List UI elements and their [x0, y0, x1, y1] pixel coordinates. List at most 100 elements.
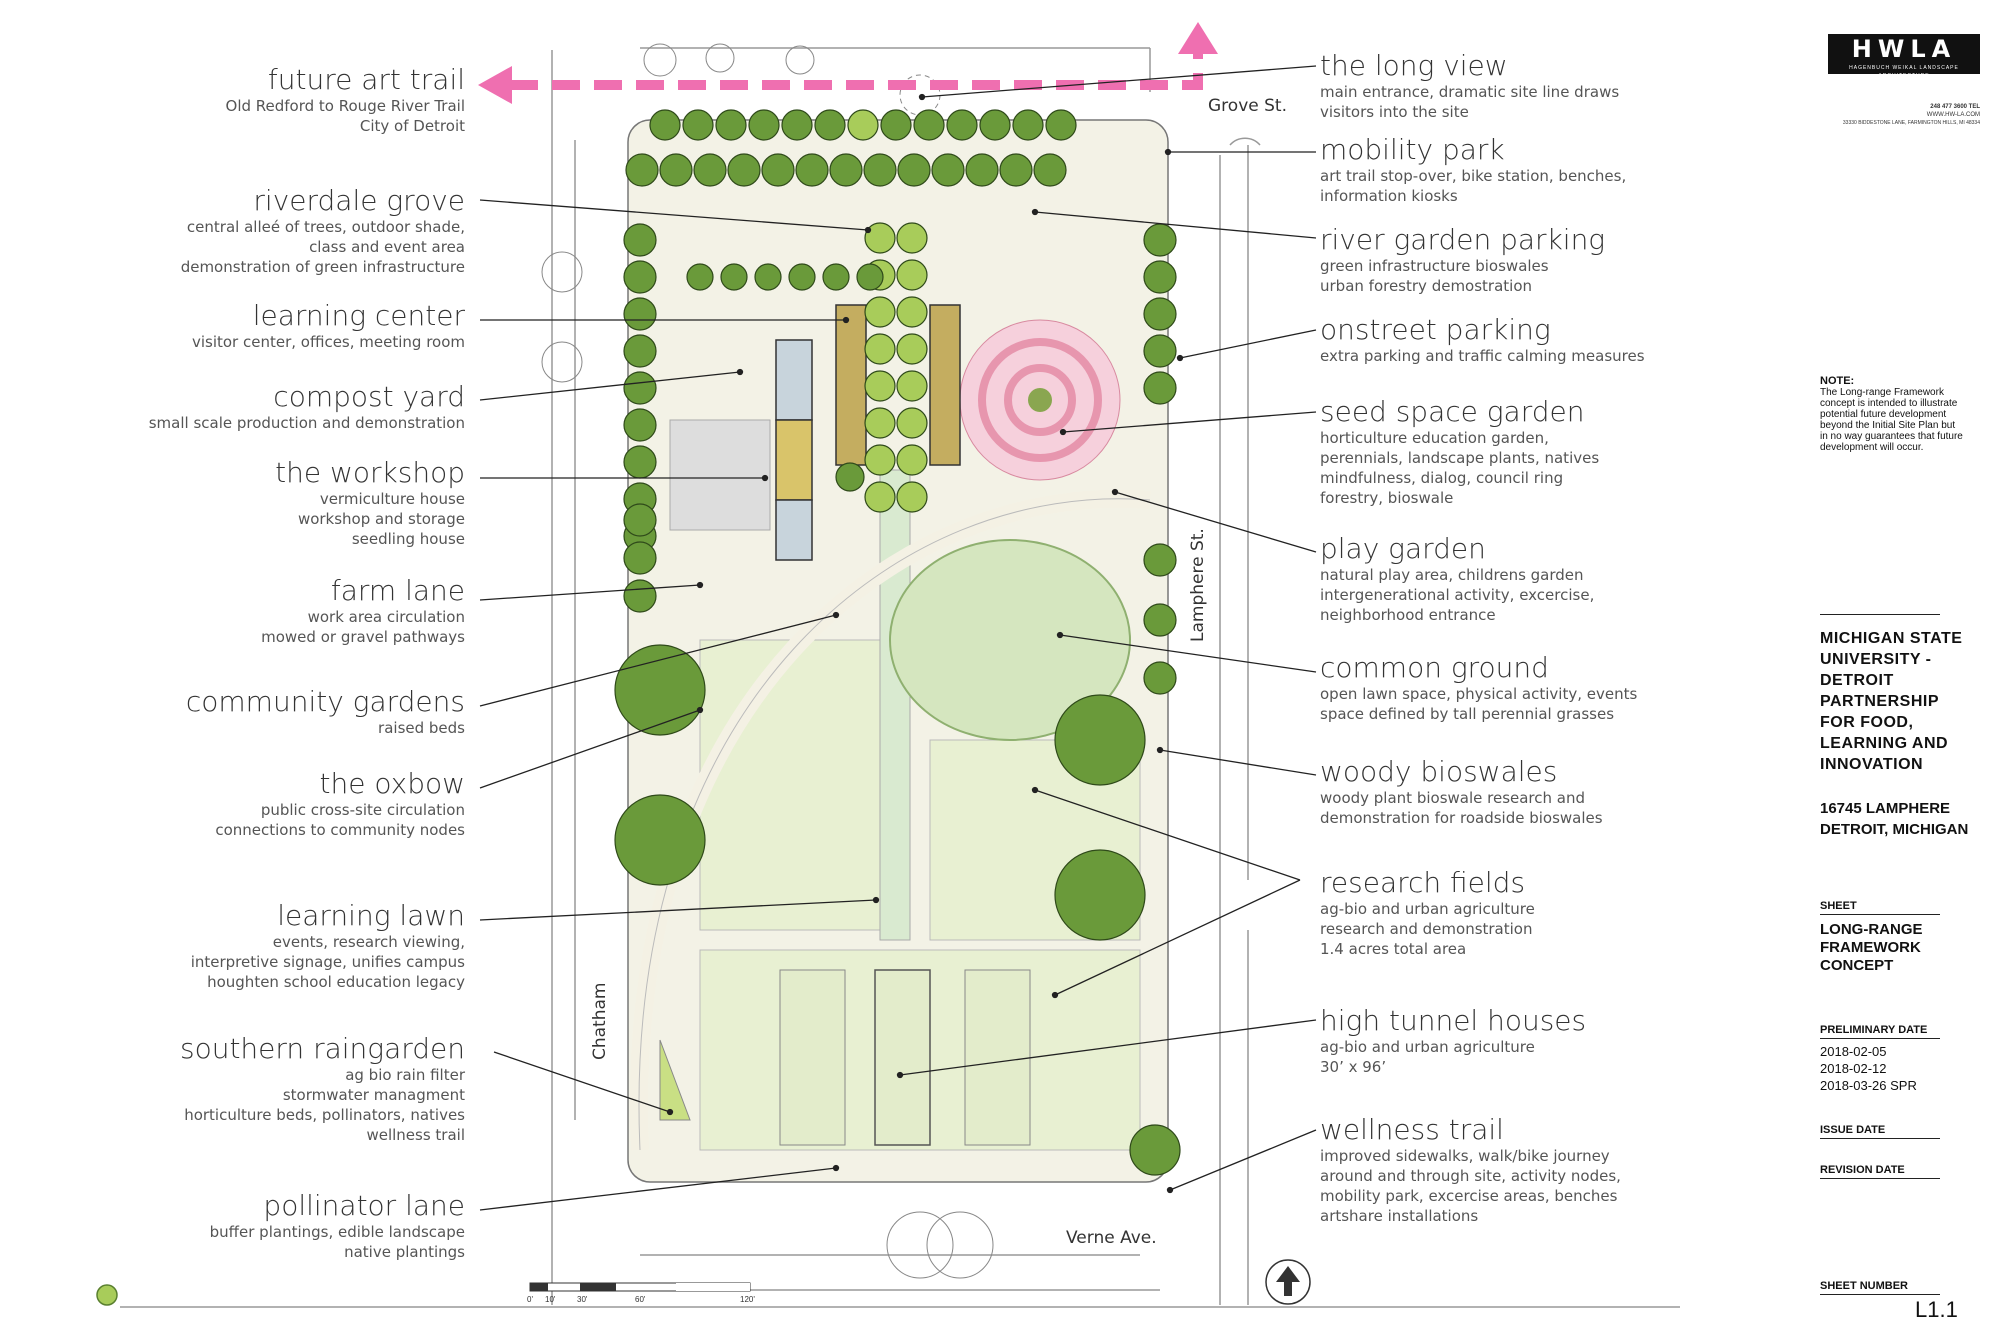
leader-line: [921, 65, 1317, 98]
art-trail-arrow-left: [478, 66, 512, 104]
scale-tick: 60': [635, 1295, 646, 1304]
leader-line: [1062, 411, 1317, 433]
tree-icon: [896, 222, 928, 254]
tree-icon: [623, 408, 657, 442]
tree-icon: [623, 503, 657, 537]
firm-address: 33330 BIDDESTONE LANE, FARMINGTON HILLS,…: [1842, 120, 1980, 126]
seed-space-garden: [959, 319, 1121, 481]
tree-icon: [965, 153, 999, 187]
leader-arrow-icon: [1111, 488, 1119, 496]
street-grove: Grove St.: [1208, 96, 1287, 116]
leader-arrow-icon: [666, 1108, 674, 1116]
tree-icon: [1143, 297, 1177, 331]
tree-icon: [999, 153, 1033, 187]
tree-icon: [1045, 109, 1077, 141]
street-lamphere: Lamphere St.: [1188, 528, 1208, 642]
firm-phone: 248 477 3600 TEL: [1930, 104, 1980, 110]
leader-arrow-icon: [1031, 786, 1039, 794]
tree-icon: [614, 644, 706, 736]
tree-icon: [720, 263, 748, 291]
tree-icon: [979, 109, 1011, 141]
leader-lines: [479, 65, 1317, 1211]
sheet-label: SHEET: [1820, 900, 1857, 912]
tree-icon: [715, 109, 747, 141]
future-art-trail: [510, 40, 1203, 90]
tree-icon: [1143, 543, 1177, 577]
leader-line: [479, 584, 701, 601]
tree-icon: [625, 153, 659, 187]
tree-icon: [864, 444, 896, 476]
tree-icon: [814, 109, 846, 141]
leader-arrow-icon: [1164, 148, 1172, 156]
tree-icon: [623, 334, 657, 368]
leader-arrow-icon: [696, 706, 704, 714]
leader-arrow-icon: [842, 316, 850, 324]
art-trail-arrow-up: [1178, 22, 1218, 54]
leader-arrow-icon: [864, 226, 872, 234]
tree-icon: [781, 109, 813, 141]
leader-line: [479, 709, 701, 789]
tree-icon: [896, 370, 928, 402]
tree-icon: [864, 222, 896, 254]
tree-icon: [623, 371, 657, 405]
tree-icon: [1033, 153, 1067, 187]
tree-icon: [623, 260, 657, 294]
site-plan: 0' 10' 30' 60' 120': [96, 22, 1680, 1308]
tree-icon: [896, 481, 928, 513]
leader-line: [479, 1167, 837, 1211]
street-verne: Verne Ave.: [1066, 1228, 1157, 1248]
note-block: NOTE: The Long-range Framework concept i…: [1820, 375, 1963, 454]
leader-arrow-icon: [1176, 354, 1184, 362]
leader-line: [1054, 879, 1301, 996]
leader-arrow-icon: [872, 896, 880, 904]
leader-arrow-icon: [1056, 631, 1064, 639]
tree-icon: [1054, 694, 1146, 786]
tree-icon: [896, 333, 928, 365]
leader-arrow-icon: [1156, 746, 1164, 754]
revision-date-label: REVISION DATE: [1820, 1164, 1905, 1176]
tree-icon: [896, 407, 928, 439]
leader-line: [1179, 329, 1317, 359]
tree-icon: [864, 370, 896, 402]
tree-icon: [863, 153, 897, 187]
leader-arrow-icon: [832, 611, 840, 619]
tree-icon: [795, 153, 829, 187]
preliminary-date-label: PRELIMINARY DATE: [1820, 1024, 1928, 1036]
leader-line: [479, 899, 877, 921]
tree-icon: [1143, 260, 1177, 294]
tree-icon: [623, 541, 657, 575]
scale-tick: 10': [545, 1295, 556, 1304]
tree-canopy: [614, 109, 1181, 1176]
tree-icon: [754, 263, 782, 291]
tree-icon: [896, 296, 928, 328]
leader-line: [493, 1051, 671, 1113]
scale-tick: 0': [527, 1295, 533, 1304]
tree-icon: [1143, 334, 1177, 368]
project-name: MICHIGAN STATE UNIVERSITY - DETROIT PART…: [1820, 630, 1963, 773]
tree-icon: [1054, 849, 1146, 941]
leader-arrow-icon: [918, 93, 926, 101]
tree-icon: [913, 109, 945, 141]
leader-line: [1159, 749, 1317, 776]
tree-icon: [1129, 1124, 1181, 1176]
sheet-number: L1.1: [1915, 1297, 1958, 1322]
leader-arrow-icon: [736, 368, 744, 376]
project-address: 16745 LAMPHERE DETROIT, MICHIGAN: [1820, 800, 1969, 838]
leader-line: [1114, 491, 1317, 553]
leader-arrow-icon: [1031, 208, 1039, 216]
issue-date-label: ISSUE DATE: [1820, 1124, 1886, 1136]
tree-icon: [686, 263, 714, 291]
sheet-title: LONG-RANGE FRAMEWORK CONCEPT: [1820, 921, 1923, 974]
